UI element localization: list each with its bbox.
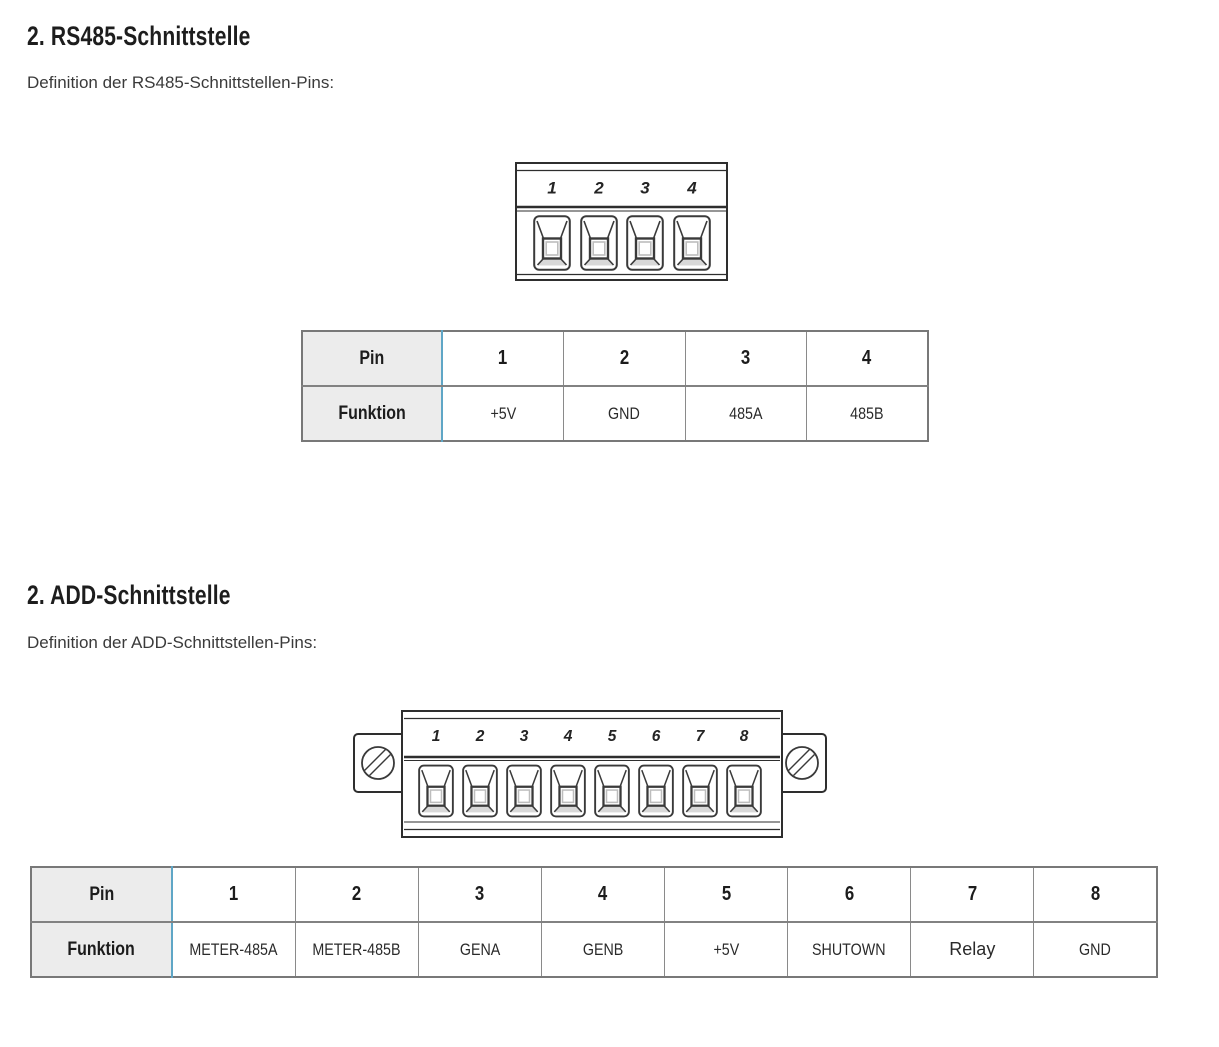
function-value: METER-485A bbox=[189, 939, 278, 959]
pin-number-cell: 5 bbox=[663, 866, 789, 923]
pin-number: 4 bbox=[598, 883, 608, 905]
pin-number: 2 bbox=[619, 347, 629, 369]
function-value: +5V bbox=[490, 403, 516, 423]
function-value: SHUTOWN bbox=[812, 939, 886, 959]
function-value: METER-485B bbox=[312, 939, 401, 959]
pin-number: 1 bbox=[229, 883, 239, 905]
pin-number: 8 bbox=[1090, 883, 1100, 905]
pin-number-cell: 2 bbox=[563, 330, 686, 387]
add-connector-diagram: 1 2 3 4 5 6 7 8 bbox=[353, 710, 827, 838]
terminal-socket bbox=[462, 764, 498, 818]
section-heading-rs485: 2. RS485-Schnittstelle bbox=[27, 21, 314, 52]
terminal-socket bbox=[626, 215, 664, 271]
terminal-socket bbox=[506, 764, 542, 818]
function-cell: +5V bbox=[663, 921, 789, 978]
terminal-socket bbox=[418, 764, 454, 818]
pin-number: 3 bbox=[741, 347, 751, 369]
pin-number: 4 bbox=[862, 347, 872, 369]
rs485-pin-table: Pin 1 2 3 4 Funktion +5V GND 485A 485B bbox=[301, 330, 929, 442]
function-cell: METER-485B bbox=[294, 921, 419, 978]
connector-pin-number: 2 bbox=[475, 728, 485, 745]
function-cell: GENA bbox=[417, 921, 542, 978]
pin-number: 5 bbox=[721, 883, 731, 905]
connector-pin-number: 4 bbox=[686, 179, 697, 198]
function-value: 485A bbox=[729, 403, 763, 423]
function-value: +5V bbox=[713, 939, 739, 959]
terminal-socket bbox=[533, 215, 571, 271]
function-cell: 485A bbox=[684, 385, 807, 442]
terminal-socket bbox=[673, 215, 711, 271]
table-row-pins: Pin 1 2 3 4 5 6 7 8 bbox=[30, 866, 1158, 923]
function-cell: GND bbox=[563, 385, 686, 442]
pin-number: 1 bbox=[498, 347, 508, 369]
terminal-socket bbox=[594, 764, 630, 818]
section-heading-add: 2. ADD-Schnittstelle bbox=[27, 580, 288, 611]
pin-number-cell: 3 bbox=[417, 866, 542, 923]
function-cell: Relay bbox=[910, 921, 1035, 978]
connector-pin-number: 3 bbox=[520, 728, 529, 745]
function-cell: GND bbox=[1033, 921, 1158, 978]
pin-number: 7 bbox=[967, 883, 977, 905]
pin-number-cell: 8 bbox=[1033, 866, 1158, 923]
terminal-socket bbox=[726, 764, 762, 818]
connector-pin-number: 1 bbox=[547, 179, 556, 198]
connector-pin-number: 6 bbox=[652, 728, 661, 745]
connector-pin-number: 8 bbox=[740, 728, 749, 745]
terminal-socket bbox=[580, 215, 618, 271]
section-heading-text: 2. ADD-Schnittstelle bbox=[27, 580, 231, 610]
pin-number: 3 bbox=[475, 883, 485, 905]
screw-icon bbox=[361, 746, 395, 780]
table-row-pins: Pin 1 2 3 4 bbox=[301, 330, 929, 387]
function-header-label: Funktion bbox=[67, 938, 136, 960]
pin-number-cell: 4 bbox=[806, 330, 929, 387]
table-row-functions: Funktion METER-485A METER-485B GENA GENB… bbox=[30, 921, 1158, 978]
section-intro-rs485: Definition der RS485-Schnittstellen-Pins… bbox=[27, 73, 335, 92]
terminal-socket bbox=[638, 764, 674, 818]
function-value: GENB bbox=[582, 939, 624, 959]
connector-pin-number: 5 bbox=[608, 728, 617, 745]
screw-icon bbox=[785, 746, 819, 780]
add-pin-table: Pin 1 2 3 4 5 6 7 8 Funktion METER-485A … bbox=[30, 866, 1158, 978]
connector-pin-number: 3 bbox=[640, 179, 650, 198]
pin-header-cell: Pin bbox=[30, 866, 173, 923]
pin-header-cell: Pin bbox=[301, 330, 443, 387]
section-intro-add: Definition der ADD-Schnittstellen-Pins: bbox=[27, 633, 318, 652]
pin-number: 2 bbox=[352, 883, 362, 905]
pin-number-cell: 2 bbox=[294, 866, 419, 923]
function-value: GND bbox=[608, 403, 641, 423]
rs485-connector-diagram: 1 2 3 4 bbox=[515, 162, 728, 281]
pin-header-label: Pin bbox=[89, 883, 114, 905]
function-header-cell: Funktion bbox=[301, 385, 443, 442]
pin-header-label: Pin bbox=[359, 347, 385, 369]
pin-number-cell: 4 bbox=[540, 866, 666, 923]
function-header-label: Funktion bbox=[338, 402, 406, 424]
connector-pin-number: 2 bbox=[593, 179, 604, 198]
function-cell: SHUTOWN bbox=[787, 921, 912, 978]
pin-number-cell: 1 bbox=[441, 330, 564, 387]
terminal-socket bbox=[682, 764, 718, 818]
connector-pin-number: 1 bbox=[432, 728, 441, 745]
connector-body bbox=[401, 710, 783, 838]
pin-number-cell: 1 bbox=[171, 866, 296, 923]
function-value: Relay bbox=[949, 939, 996, 959]
function-cell: 485B bbox=[806, 385, 929, 442]
terminal-socket bbox=[550, 764, 586, 818]
function-cell: METER-485A bbox=[171, 921, 296, 978]
function-value: GND bbox=[1079, 939, 1112, 959]
connector-pin-number: 7 bbox=[696, 728, 706, 745]
table-row-functions: Funktion +5V GND 485A 485B bbox=[301, 385, 929, 442]
section-heading-text: 2. RS485-Schnittstelle bbox=[27, 21, 251, 51]
function-value: 485B bbox=[850, 403, 884, 423]
pin-number-cell: 3 bbox=[684, 330, 807, 387]
function-cell: GENB bbox=[540, 921, 666, 978]
pin-number-cell: 6 bbox=[787, 866, 912, 923]
pin-number-cell: 7 bbox=[910, 866, 1035, 923]
pin-number: 6 bbox=[844, 883, 854, 905]
function-header-cell: Funktion bbox=[30, 921, 173, 978]
function-cell: +5V bbox=[441, 385, 564, 442]
function-value: GENA bbox=[459, 939, 501, 959]
connector-pin-number: 4 bbox=[563, 728, 573, 745]
